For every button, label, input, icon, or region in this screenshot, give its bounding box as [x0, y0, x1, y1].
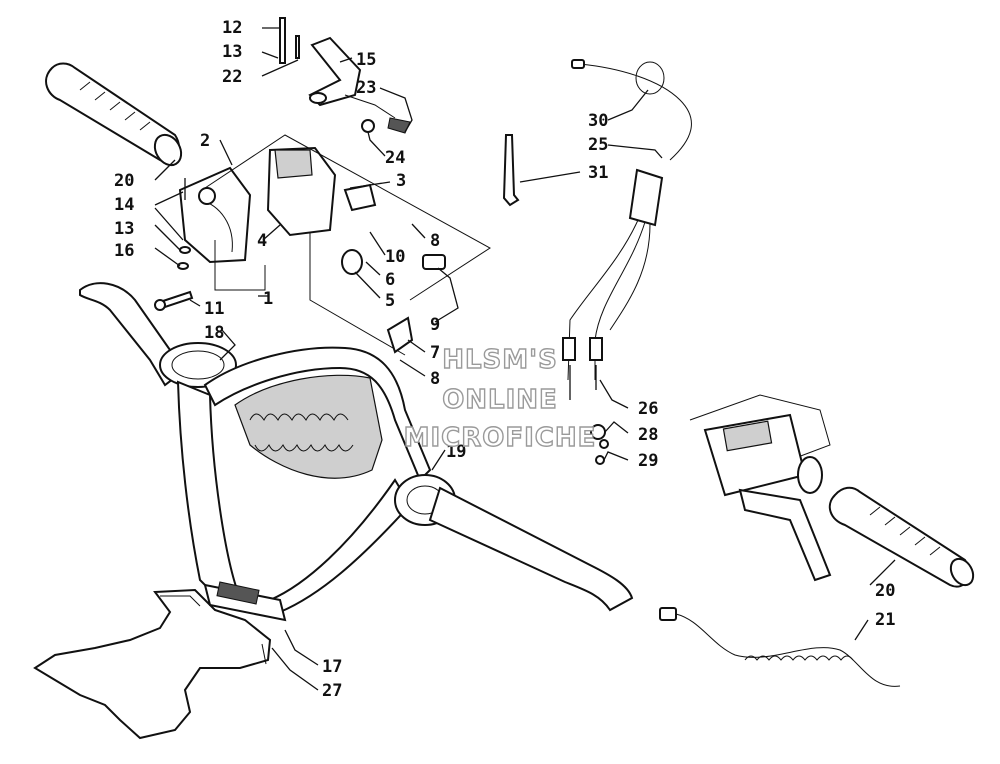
callout-9: 9	[430, 315, 440, 335]
callout-31: 31	[588, 163, 608, 183]
handlebar	[79, 282, 634, 622]
heater-wire	[659, 607, 901, 687]
callout-16: 16	[114, 241, 134, 261]
callout-3: 3	[396, 171, 406, 191]
callout-18: 18	[204, 323, 224, 343]
callout-7: 7	[430, 343, 440, 363]
callout-30: 30	[588, 111, 608, 131]
callout-6: 6	[385, 270, 395, 290]
watermark-line-3: MICROFICHE	[404, 423, 597, 453]
callout-14: 14	[114, 195, 134, 215]
callout-numbers: 12 13 22 15 23 24 2 3 20 14 13 16 4 8 10…	[114, 18, 895, 701]
callout-25: 25	[588, 135, 608, 155]
right-grip	[828, 486, 975, 588]
callout-20-right: 20	[875, 581, 895, 601]
control-housing	[178, 134, 491, 356]
left-grip	[45, 62, 183, 167]
callout-13: 13	[222, 42, 242, 62]
callout-5: 5	[385, 291, 395, 311]
callout-12: 12	[222, 18, 242, 38]
callout-4: 4	[257, 231, 267, 251]
callout-28: 28	[638, 425, 658, 445]
leader-lines	[154, 27, 896, 691]
callout-27: 27	[322, 681, 342, 701]
callout-19: 19	[446, 442, 466, 462]
callout-23: 23	[356, 78, 376, 98]
callout-20: 20	[114, 171, 134, 191]
watermark: HLSM'S ONLINE MICROFICHE	[403, 344, 597, 453]
callout-2: 2	[200, 131, 210, 151]
callout-15: 15	[356, 50, 376, 70]
watermark-line-1: HLSM'S	[442, 345, 558, 375]
fasteners	[154, 178, 194, 311]
callout-10: 10	[385, 247, 405, 267]
brake-lever-assembly	[689, 394, 832, 582]
callout-11: 11	[204, 299, 224, 319]
callout-22: 22	[222, 67, 242, 87]
handlebar-pad	[33, 588, 272, 740]
callout-24: 24	[385, 148, 405, 168]
callout-1: 1	[263, 289, 273, 309]
callout-17: 17	[322, 657, 342, 677]
callout-13-lower: 13	[114, 219, 134, 239]
callout-8-lower: 8	[430, 369, 440, 389]
mirror-mount	[279, 17, 411, 134]
callout-21: 21	[875, 610, 895, 630]
callout-8: 8	[430, 231, 440, 251]
wiring-harness	[502, 59, 692, 465]
callout-29: 29	[638, 451, 658, 471]
callout-26: 26	[638, 399, 658, 419]
watermark-line-2: ONLINE	[442, 385, 558, 415]
